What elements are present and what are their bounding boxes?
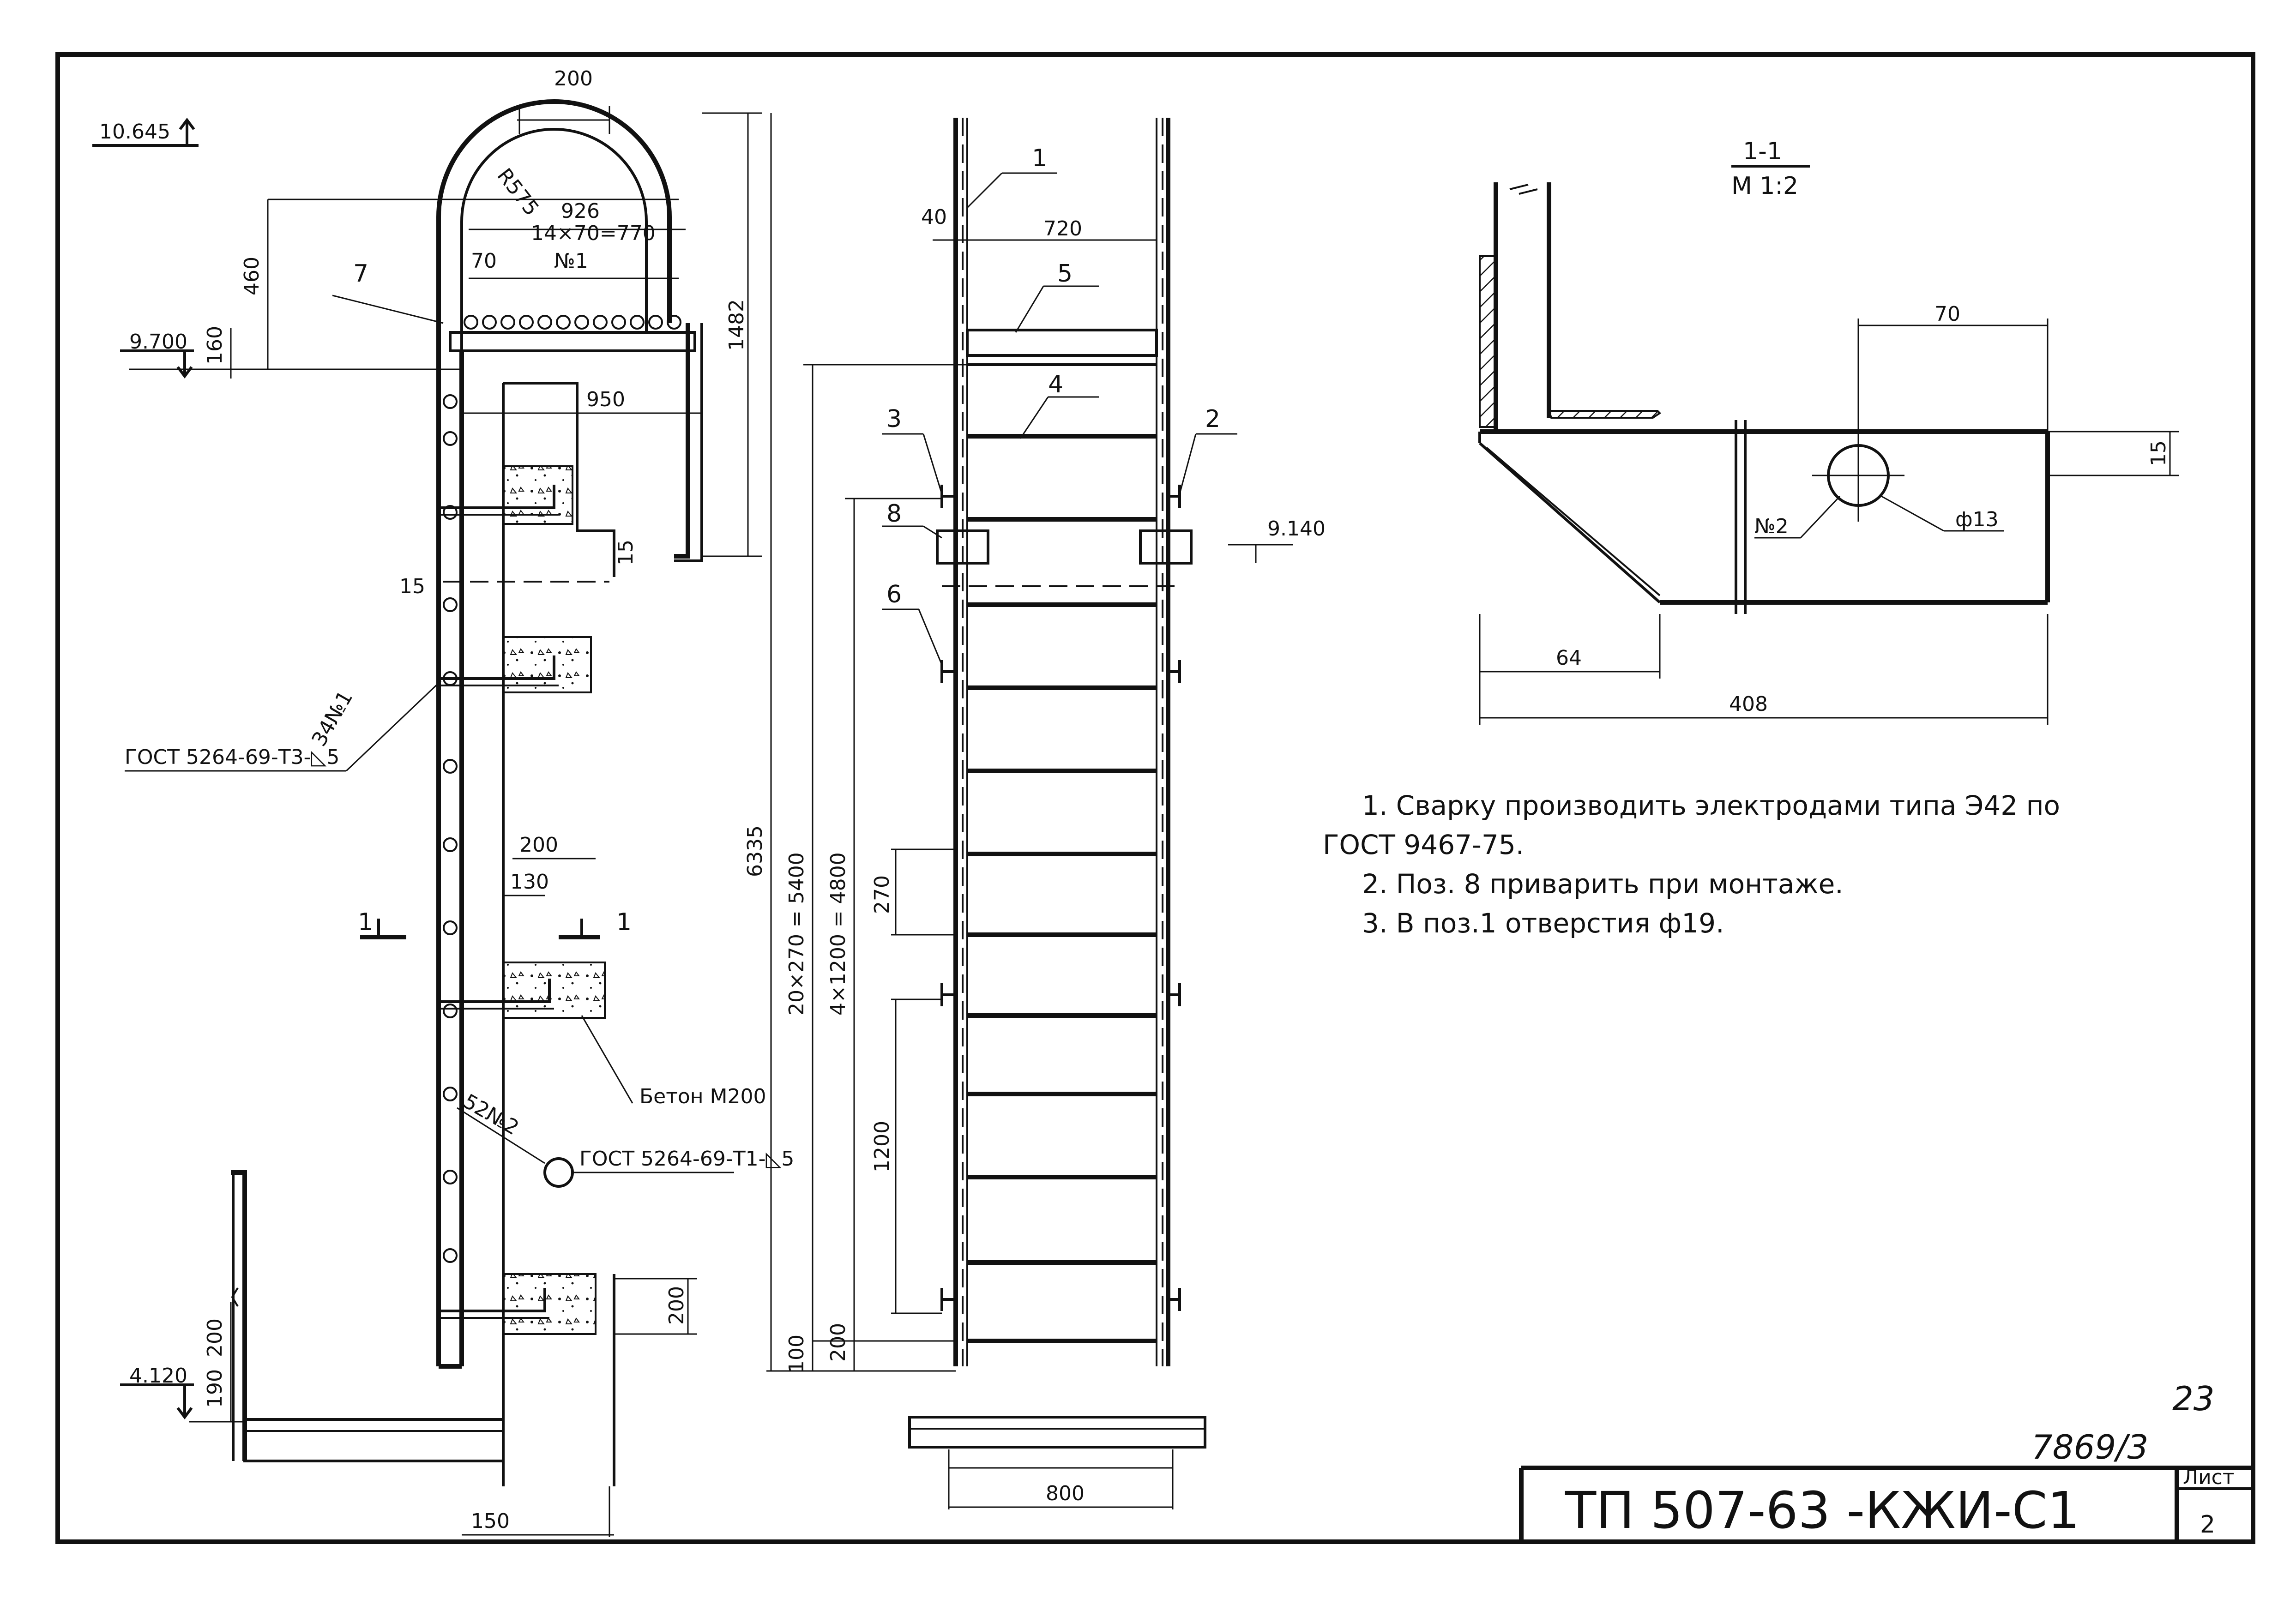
weld-gost-1: ГОСТ 5264-69-Т3-◺5: [125, 745, 339, 769]
rung-ends: [443, 394, 458, 1263]
dim-1482: 1482: [725, 299, 748, 351]
weld-52: 52№2: [459, 1089, 523, 1140]
dim-150: 150: [471, 1509, 510, 1533]
note-line-2: ГОСТ 9467-75.: [1323, 829, 1524, 860]
wall-brackets: [439, 485, 559, 1319]
section-title: 1-1: [1743, 138, 1782, 165]
section-dim-408: 408: [1729, 692, 1768, 716]
section-1-1: 1-1 М 1:2 70: [1478, 138, 2179, 725]
front-label-1: 1: [1032, 144, 1047, 172]
dim-200-low: 200: [665, 1286, 688, 1325]
ref-number-handwritten: 7869/3: [2031, 1428, 2148, 1467]
weld-34: 34№1: [307, 687, 357, 751]
grating-bolts: [464, 315, 681, 330]
section-hole: ф13: [1955, 508, 1999, 531]
elev-platform: 9.140: [1267, 517, 1326, 541]
front-brackets: [940, 485, 1181, 1311]
dim-40: 40: [921, 205, 947, 229]
note-line-3: 2. Поз. 8 приварить при монтаже.: [1362, 868, 1844, 900]
dim-5400: 20×270 = 5400: [785, 852, 808, 1016]
note-line-4: 3. В поз.1 отверстия ф19.: [1362, 908, 1724, 939]
section-mark-left: 1: [358, 908, 373, 936]
front-label-4: 4: [1048, 371, 1063, 398]
sheet-label: Лист: [2183, 1466, 2235, 1489]
dim-926: 926: [561, 199, 600, 223]
left-side-view: 200 10.645 R575 926 14×70=770 70 №1 460 …: [92, 67, 794, 1537]
dim-800: 800: [1046, 1482, 1085, 1505]
page-number-handwritten: 23: [2172, 1379, 2215, 1418]
dim-190: 190: [203, 1369, 227, 1408]
front-label-3: 3: [886, 405, 902, 433]
elev-top: 10.645: [99, 120, 170, 144]
sheet-frame: [55, 52, 2255, 1544]
drawing-code: ТП 507-63 -КЖИ-С1: [1565, 1481, 2080, 1540]
ladder-rungs: [967, 434, 1157, 1343]
front-label-2: 2: [1205, 405, 1220, 433]
note-line-1: 1. Сварку производить электродами типа Э…: [1362, 790, 2060, 821]
dim-130: 130: [510, 870, 549, 894]
dim-950: 950: [586, 388, 625, 411]
dim-15-a: 15: [614, 540, 638, 565]
dim-70: 70: [471, 249, 497, 273]
front-label-6: 6: [886, 581, 902, 608]
section-scale: М 1:2: [1731, 172, 1798, 200]
dim-460: 460: [240, 257, 264, 295]
section-dim-70: 70: [1934, 302, 1960, 326]
section-dim-15: 15: [2147, 440, 2170, 466]
section-mark-right: 1: [616, 908, 632, 936]
concrete-label: Бетон М200: [639, 1085, 766, 1108]
dim-270: 270: [870, 875, 894, 914]
front-label-5: 5: [1057, 260, 1073, 288]
elev-bottom: 4.120: [129, 1364, 187, 1388]
dim-200-front: 200: [826, 1323, 850, 1362]
elev-mid: 9.700: [129, 330, 187, 354]
spacing-label: 14×70=770: [531, 222, 656, 245]
front-label-8: 8: [886, 500, 902, 528]
dim-200-mid: 200: [519, 833, 558, 857]
pos-ref-1: №1: [554, 249, 588, 273]
general-notes: 1. Сварку производить электродами типа Э…: [1323, 790, 2060, 939]
radius-label: R575: [492, 164, 543, 220]
dim-200-top: 200: [554, 67, 593, 90]
title-block: 23 7869/3 ТП 507-63 -КЖИ-С1 Лист 2: [1565, 1379, 2235, 1540]
weld-gost-2: ГОСТ 5264-69-Т1-◺5: [579, 1147, 794, 1171]
dim-1200: 1200: [870, 1121, 894, 1172]
dim-160: 160: [203, 326, 227, 365]
dim-6335: 6335: [743, 825, 767, 877]
dim-720: 720: [1043, 217, 1082, 240]
dim-4800: 4×1200 = 4800: [826, 852, 850, 1016]
dim-200-side: 200: [203, 1318, 227, 1357]
section-dim-64: 64: [1556, 646, 1582, 670]
sheet-number: 2: [2200, 1511, 2215, 1539]
label-7: 7: [353, 260, 368, 288]
section-pos-ref: №2: [1754, 515, 1789, 538]
dim-15-b: 15: [399, 575, 425, 598]
front-view: 1 40 720 5 4 3 2 8 9.140 6 6335 20×270 =…: [743, 113, 1326, 1509]
dim-100: 100: [785, 1334, 808, 1373]
